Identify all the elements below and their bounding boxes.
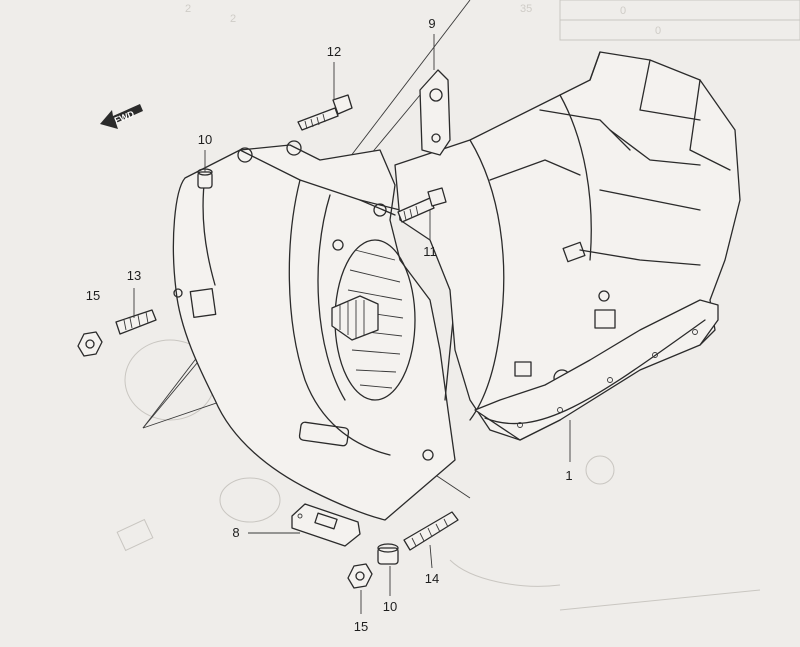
svg-text:2: 2 <box>185 3 191 15</box>
svg-text:0: 0 <box>620 5 626 17</box>
part-8-plate <box>291 503 361 547</box>
part-10-dowel-bottom <box>377 543 399 565</box>
callout-8: 8 <box>232 525 239 540</box>
part-13-stud <box>115 309 157 335</box>
callout-12: 12 <box>327 44 341 59</box>
part-15-nut-bottom <box>347 563 373 589</box>
part-14-stud <box>403 511 459 551</box>
forward-direction-arrow-icon <box>100 104 143 129</box>
callout-9: 9 <box>428 16 435 31</box>
part-12-bolt <box>297 94 353 131</box>
callout-11: 11 <box>423 244 437 259</box>
callout-15-bottom: 15 <box>354 619 368 634</box>
part-11-bolt <box>397 187 447 223</box>
svg-text:35: 35 <box>520 3 532 15</box>
fwd-label: FWD <box>113 109 136 126</box>
converter-housing <box>172 140 456 521</box>
callout-10-top: 10 <box>198 132 212 147</box>
callout-10-bottom: 10 <box>383 599 397 614</box>
svg-text:2: 2 <box>230 13 236 25</box>
transmission-case <box>394 51 741 441</box>
callout-leaders <box>133 34 571 614</box>
svg-text:0: 0 <box>655 25 661 37</box>
callout-1: 1 <box>565 468 572 483</box>
callout-15-left: 15 <box>86 288 100 303</box>
callout-13: 13 <box>127 268 141 283</box>
callout-14: 14 <box>425 571 439 586</box>
part-9-plate <box>419 69 451 156</box>
part-15-nut-left <box>77 331 103 357</box>
